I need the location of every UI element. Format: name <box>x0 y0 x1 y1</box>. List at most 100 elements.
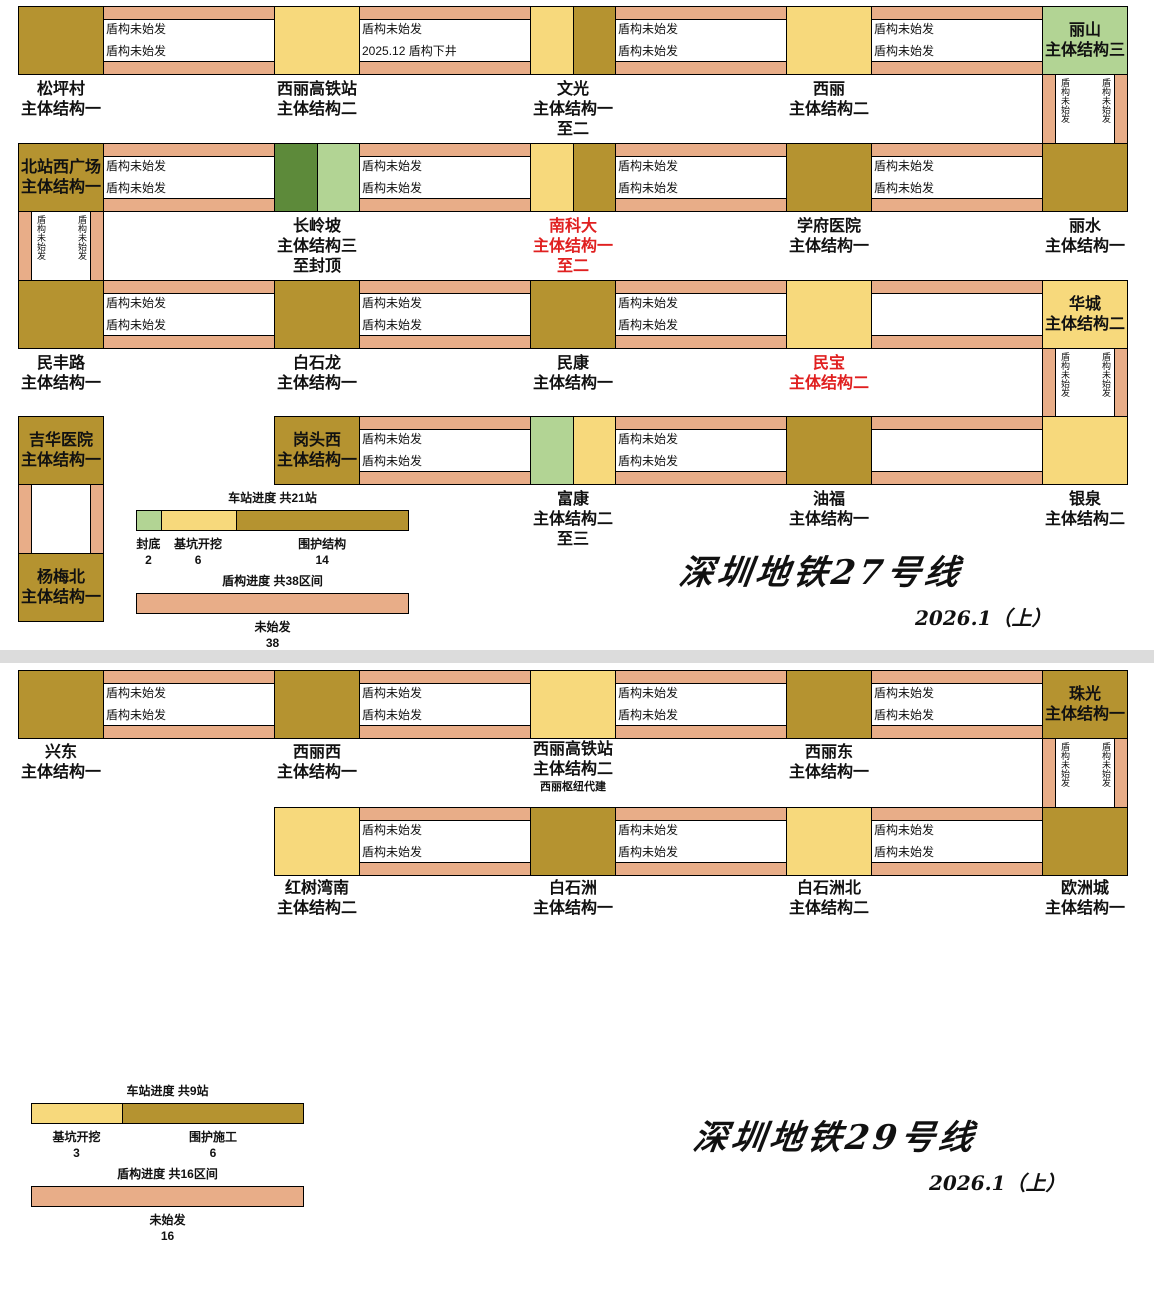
station-block <box>530 143 616 212</box>
legend-station-bar <box>136 510 409 531</box>
station-fill <box>531 7 573 74</box>
station-block <box>1042 280 1128 349</box>
tunnel-gap <box>31 211 91 281</box>
station-block <box>1042 416 1128 485</box>
station-status: 主体结构一 <box>532 101 613 118</box>
station-name: 富康 <box>556 491 589 508</box>
tunnel-section-vertical: 盾构未始发盾构未始发 <box>1042 74 1128 144</box>
station-label: 民丰路主体结构一 <box>0 354 126 394</box>
station-status: 主体结构二 <box>1044 315 1125 333</box>
station-label: 白石洲主体结构一 <box>508 879 638 919</box>
station-fill <box>19 554 103 621</box>
station-fill <box>19 7 103 74</box>
station-label: 白石洲北主体结构二 <box>764 879 894 919</box>
tunnel-line-lower <box>615 61 787 75</box>
station-name: 西丽高铁站 <box>276 81 357 98</box>
station-label: 兴东主体结构一 <box>0 743 126 783</box>
station-block <box>1042 807 1128 876</box>
station-label: 南科大主体结构一至二 <box>508 217 638 277</box>
station-name: 丽水 <box>1068 218 1101 235</box>
station-label: 油福主体结构一 <box>764 490 894 530</box>
tunnel-line-left <box>1042 74 1056 144</box>
station-status: 至三 <box>556 531 589 548</box>
station-name: 吉华医院 <box>28 431 93 449</box>
tunnel-status-upper: 盾构未始发 <box>874 22 935 36</box>
station-status: 主体结构二 <box>532 511 613 528</box>
tunnel-gap <box>103 156 275 199</box>
tunnel-gap <box>615 19 787 62</box>
station-fill <box>787 144 871 211</box>
tunnel-status-lower: 盾构未始发 <box>106 708 167 722</box>
tunnel-line-upper <box>615 6 787 20</box>
tunnel-line-lower <box>615 198 787 212</box>
station-fill <box>1043 671 1127 738</box>
station-status: 主体结构二 <box>788 375 869 392</box>
legend-station-bar <box>31 1103 304 1124</box>
tunnel-line-left <box>18 484 32 554</box>
tunnel-line-lower <box>103 198 275 212</box>
station-label: 富康主体结构二至三 <box>508 490 638 550</box>
station-name: 西丽高铁站 <box>532 741 613 758</box>
tunnel-gap <box>1055 348 1115 418</box>
tunnel-line-lower <box>615 862 787 876</box>
tunnel-gap <box>103 683 275 726</box>
tunnel-gap <box>103 19 275 62</box>
legend-item-label: 未始发 <box>149 1213 186 1227</box>
tunnel-line-lower <box>871 335 1043 349</box>
tunnel-line-lower <box>615 471 787 485</box>
station-name: 珠光 <box>1068 685 1101 703</box>
tunnel-section: 盾构未始发盾构未始发 <box>871 6 1043 75</box>
tunnel-line-lower <box>103 61 275 75</box>
station-status: 主体结构一 <box>276 451 357 469</box>
tunnel-status-upper: 盾构未始发 <box>618 296 679 310</box>
report-date: 2026.1（上） <box>929 1171 1066 1195</box>
tunnel-line-upper <box>615 280 787 294</box>
station-fill <box>1043 808 1127 875</box>
tunnel-status-right: 盾构未始发 <box>1101 352 1111 397</box>
station-label: 西丽东主体结构一 <box>764 743 894 783</box>
station-name: 岗头西 <box>292 431 341 449</box>
station-label: 文光主体结构一至二 <box>508 80 638 140</box>
tunnel-section: 盾构未始发盾构未始发 <box>359 416 531 485</box>
station-label: 西丽高铁站主体结构二 <box>252 80 382 120</box>
legend-item-label: 基坑开挖 <box>52 1130 101 1144</box>
station-status: 主体结构一 <box>20 764 101 781</box>
station-status: 主体结构一 <box>20 101 101 118</box>
tunnel-line-right <box>90 211 104 281</box>
station-fill <box>531 144 573 211</box>
station-fill <box>572 7 615 74</box>
tunnel-gap <box>615 156 787 199</box>
tunnel-line-upper <box>359 143 531 157</box>
tunnel-status-right: 盾构未始发 <box>1101 78 1111 123</box>
tunnel-line-left <box>18 211 32 281</box>
station-block <box>530 6 616 75</box>
station-fill <box>275 417 359 484</box>
station-label: 西丽高铁站主体结构二西丽枢纽代建 <box>508 740 638 794</box>
tunnel-line-lower <box>615 725 787 739</box>
tunnel-gap <box>1055 74 1115 144</box>
tunnel-section: 盾构未始发盾构未始发 <box>615 143 787 212</box>
legend-bar-segment <box>235 511 408 530</box>
tunnel-line-upper <box>871 670 1043 684</box>
station-block <box>1042 143 1128 212</box>
tunnel-status-lower: 盾构未始发 <box>362 708 423 722</box>
station-status: 主体结构二 <box>276 900 357 917</box>
tunnel-section: 盾构未始发盾构未始发 <box>359 670 531 739</box>
legend-tunnel-bar <box>31 1186 304 1207</box>
tunnel-line-right <box>1114 348 1128 418</box>
legend-bar-segment <box>122 1104 303 1123</box>
tunnel-line-upper <box>615 807 787 821</box>
tunnel-status-left: 盾构未始发 <box>1060 352 1070 397</box>
station-name: 北站西广场 <box>20 158 101 176</box>
tunnel-line-lower <box>359 198 531 212</box>
tunnel-section: 盾构未始发盾构未始发 <box>103 670 275 739</box>
tunnel-line-lower <box>871 725 1043 739</box>
station-label: 西丽西主体结构一 <box>252 743 382 783</box>
station-block <box>786 416 872 485</box>
tunnel-line-upper <box>359 280 531 294</box>
tunnel-status-upper: 盾构未始发 <box>618 22 679 36</box>
station-status: 至封顶 <box>292 258 341 275</box>
station-block <box>274 280 360 349</box>
station-fill <box>787 7 871 74</box>
tunnel-gap <box>871 293 1043 336</box>
